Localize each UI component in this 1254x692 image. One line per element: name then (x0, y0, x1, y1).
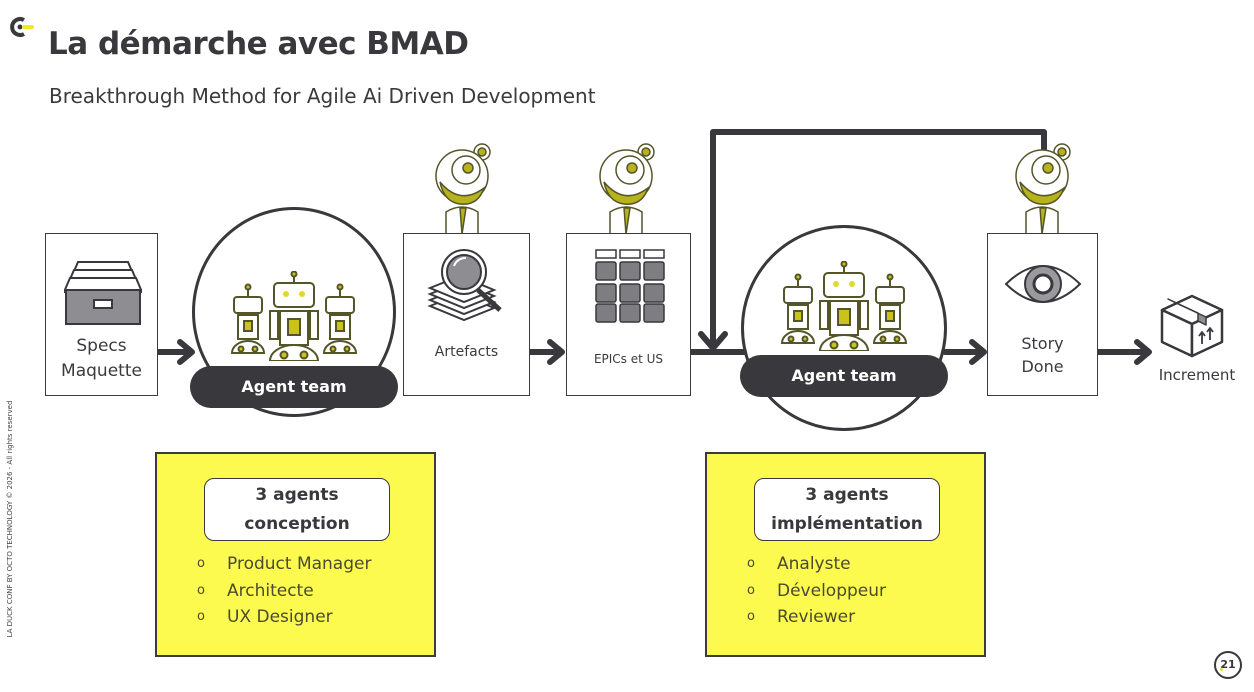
sticky-notes-board-icon (595, 249, 665, 323)
conception-panel-title: 3 agents conception (204, 478, 390, 541)
mascot-character-icon (599, 143, 655, 234)
mascot-character-icon (1015, 143, 1071, 234)
story-done-box: Story Done (987, 233, 1098, 396)
implementation-panel-title: 3 agents implémentation (754, 478, 940, 541)
page-subtitle: Breakthrough Method for Agile Ai Driven … (49, 84, 596, 108)
page-title: La démarche avec BMAD (48, 26, 469, 62)
package-box-icon (1160, 294, 1224, 358)
file-drawer-icon (64, 261, 142, 325)
implementation-title-line2: implémentation (771, 514, 923, 534)
artefacts-box: Artefacts (403, 233, 530, 396)
octo-logo-icon (10, 17, 34, 37)
story-done-line1: Story (1021, 334, 1064, 353)
eye-icon (1004, 265, 1082, 303)
artefacts-label: Artefacts (434, 344, 499, 360)
specs-label-line1: Specs (76, 336, 127, 356)
agent-team-2-label: Agent team (740, 355, 948, 397)
agent-team-2: Agent team (738, 225, 950, 433)
epics-label: EPICs et US (593, 352, 664, 366)
agent-team-1-label: Agent team (190, 366, 398, 408)
specs-box: Specs Maquette (45, 233, 158, 396)
increment-label: Increment (1158, 366, 1236, 384)
agent-team-1: Agent team (188, 207, 400, 419)
specs-label-line2: Maquette (61, 361, 142, 381)
robots-icon (230, 271, 358, 361)
epics-box: EPICs et US (566, 233, 691, 396)
story-done-line2: Done (1021, 357, 1064, 376)
page-number: 21 (1214, 651, 1242, 679)
page-number-dot (1220, 668, 1223, 671)
magnifier-documents-icon (427, 249, 502, 322)
implementation-title-line1: 3 agents (805, 485, 889, 505)
robots-icon (780, 261, 908, 351)
conception-title-line1: 3 agents (255, 485, 339, 505)
conception-title-line2: conception (244, 514, 350, 534)
mascot-character-icon (435, 143, 491, 234)
feedback-loop-arrow (710, 129, 1047, 351)
